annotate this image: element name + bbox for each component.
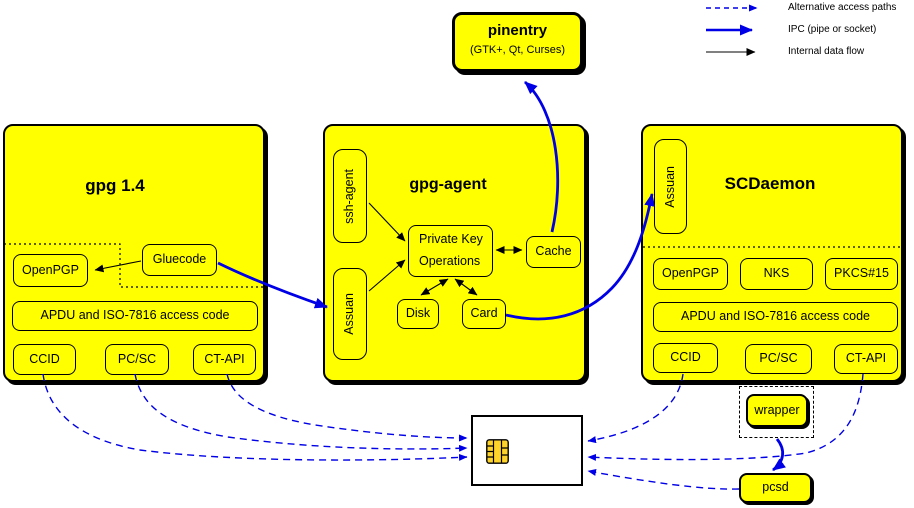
gpg14-title: gpg 1.4 <box>85 176 145 195</box>
scdaemon-pcsc-module: PC/SC <box>745 344 812 374</box>
disk-label: Disk <box>405 306 431 321</box>
pko-label-line2: Operations <box>419 254 481 268</box>
wrapper-label: wrapper <box>754 402 800 417</box>
pinentry-title: pinentry <box>487 22 548 39</box>
scdaemon-title: SCDaemon <box>724 174 816 193</box>
gpg14-pcsc-module: PC/SC <box>105 344 169 375</box>
scdaemon-ccid-module: CCID <box>653 343 718 373</box>
scdaemon-apdu-label: APDU and ISO-7816 access code <box>681 309 870 324</box>
gpg-agent-assuan-label: Assuan <box>342 293 357 335</box>
gpg14-apdu-module: APDU and ISO-7816 access code <box>12 301 258 331</box>
disk-module: Disk <box>397 299 439 329</box>
scdaemon-pkcs15-module: PKCS#15 <box>825 258 898 290</box>
pinentry-subtitle: (GTK+, Qt, Curses) <box>469 44 566 56</box>
card-module: Card <box>462 299 506 329</box>
scdaemon-nks-module: NKS <box>740 258 813 290</box>
ipc-wrapper-to-pcsd <box>772 438 786 472</box>
card-label: Card <box>470 306 498 321</box>
private-key-operations-module: Private Key Operations <box>408 225 493 277</box>
alt-gpg14-ccid-to-card <box>42 373 468 461</box>
gpg-agent-title: gpg-agent <box>409 176 487 193</box>
alt-scdaemon-ctapi-to-card <box>587 373 864 461</box>
legend-ipc-label: IPC (pipe or socket) <box>788 24 877 35</box>
scdaemon-pcsc-label: PC/SC <box>759 351 798 366</box>
cache-label: Cache <box>535 244 572 259</box>
smartcard-chip-icon <box>486 439 509 464</box>
gpg14-pcsc-label: PC/SC <box>117 351 157 366</box>
scdaemon-apdu-module: APDU and ISO-7816 access code <box>653 302 898 332</box>
pcsd-node: pcsd <box>739 473 812 503</box>
scdaemon-openpgp-label: OpenPGP <box>662 266 719 281</box>
gpg14-ctapi-module: CT-API <box>193 344 256 375</box>
wrapper-node: wrapper <box>746 394 808 427</box>
gpg14-apdu-label: APDU and ISO-7816 access code <box>40 308 230 323</box>
scdaemon-ctapi-module: CT-API <box>834 344 898 374</box>
alt-gpg14-ctapi-to-card <box>226 373 468 442</box>
alt-scdaemon-ccid-to-card <box>587 373 684 444</box>
gpg14-ccid-module: CCID <box>13 344 76 375</box>
scdaemon-openpgp-module: OpenPGP <box>653 258 728 290</box>
gpg-agent-ssh-agent-module: ssh-agent <box>333 149 367 243</box>
gpg14-ccid-label: CCID <box>29 351 60 366</box>
smartcard <box>471 415 583 486</box>
scdaemon-assuan-label: Assuan <box>662 165 677 208</box>
pcsd-label: pcsd <box>762 480 789 495</box>
scdaemon-pkcs15-label: PKCS#15 <box>834 266 889 281</box>
gpg14-openpgp-label: OpenPGP <box>22 262 79 277</box>
gpg14-gluecode-label: Gluecode <box>152 252 207 267</box>
gpg14-gluecode-module: Gluecode <box>142 244 217 276</box>
legend-alternative-access-label: Alternative access paths <box>788 2 897 13</box>
gpg14-ctapi-label: CT-API <box>204 351 245 366</box>
scdaemon-ctapi-label: CT-API <box>845 351 887 366</box>
alt-gpg14-pcsc-to-card <box>134 373 468 452</box>
legend-internal-flow-label: Internal data flow <box>788 46 865 57</box>
pinentry-node <box>452 12 583 72</box>
alt-pcsd-to-card <box>587 468 740 490</box>
gpg-agent-assuan-module: Assuan <box>333 268 367 360</box>
scdaemon-ccid-label: CCID <box>670 350 701 365</box>
ssh-agent-label: ssh-agent <box>342 168 357 224</box>
pko-label-line1: Private Key <box>419 232 483 247</box>
cache-module: Cache <box>526 236 581 268</box>
gpg14-openpgp-module: OpenPGP <box>13 254 88 287</box>
scdaemon-assuan-module: Assuan <box>654 139 687 234</box>
scdaemon-nks-label: NKS <box>763 266 790 281</box>
